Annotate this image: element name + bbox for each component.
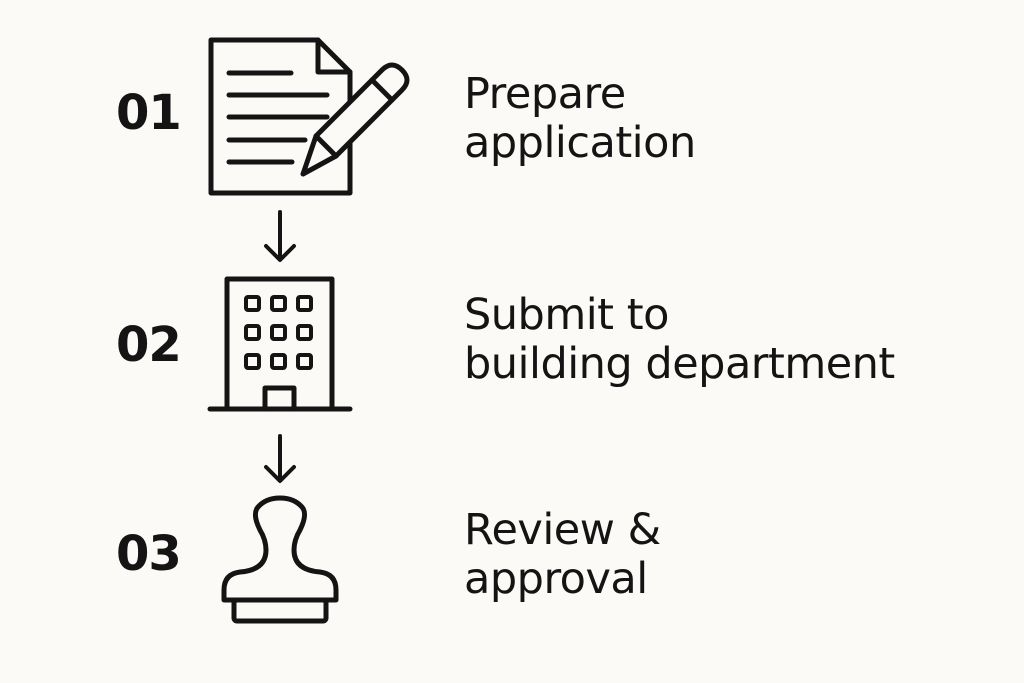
- step-label: Review & approval: [464, 506, 661, 604]
- step-label: Prepare application: [464, 70, 696, 168]
- step-label: Submit to building department: [464, 291, 895, 389]
- step-label-line: Prepare: [464, 69, 626, 119]
- step-number: 02: [116, 317, 182, 373]
- step-label-line: approval: [464, 554, 648, 604]
- document-pencil-icon: [208, 37, 410, 196]
- down-arrow-icon: [264, 210, 296, 262]
- step-label-line: Submit to: [464, 290, 669, 340]
- step-label-line: Review &: [464, 505, 661, 555]
- office-building-icon: [207, 276, 353, 412]
- step-label-line: building department: [464, 339, 895, 389]
- step-number: 03: [116, 526, 182, 582]
- step-number: 01: [116, 85, 182, 141]
- rubber-stamp-icon: [221, 495, 339, 624]
- pencil-icon: [300, 62, 410, 177]
- step-label-line: application: [464, 118, 696, 168]
- down-arrow-icon: [264, 434, 296, 483]
